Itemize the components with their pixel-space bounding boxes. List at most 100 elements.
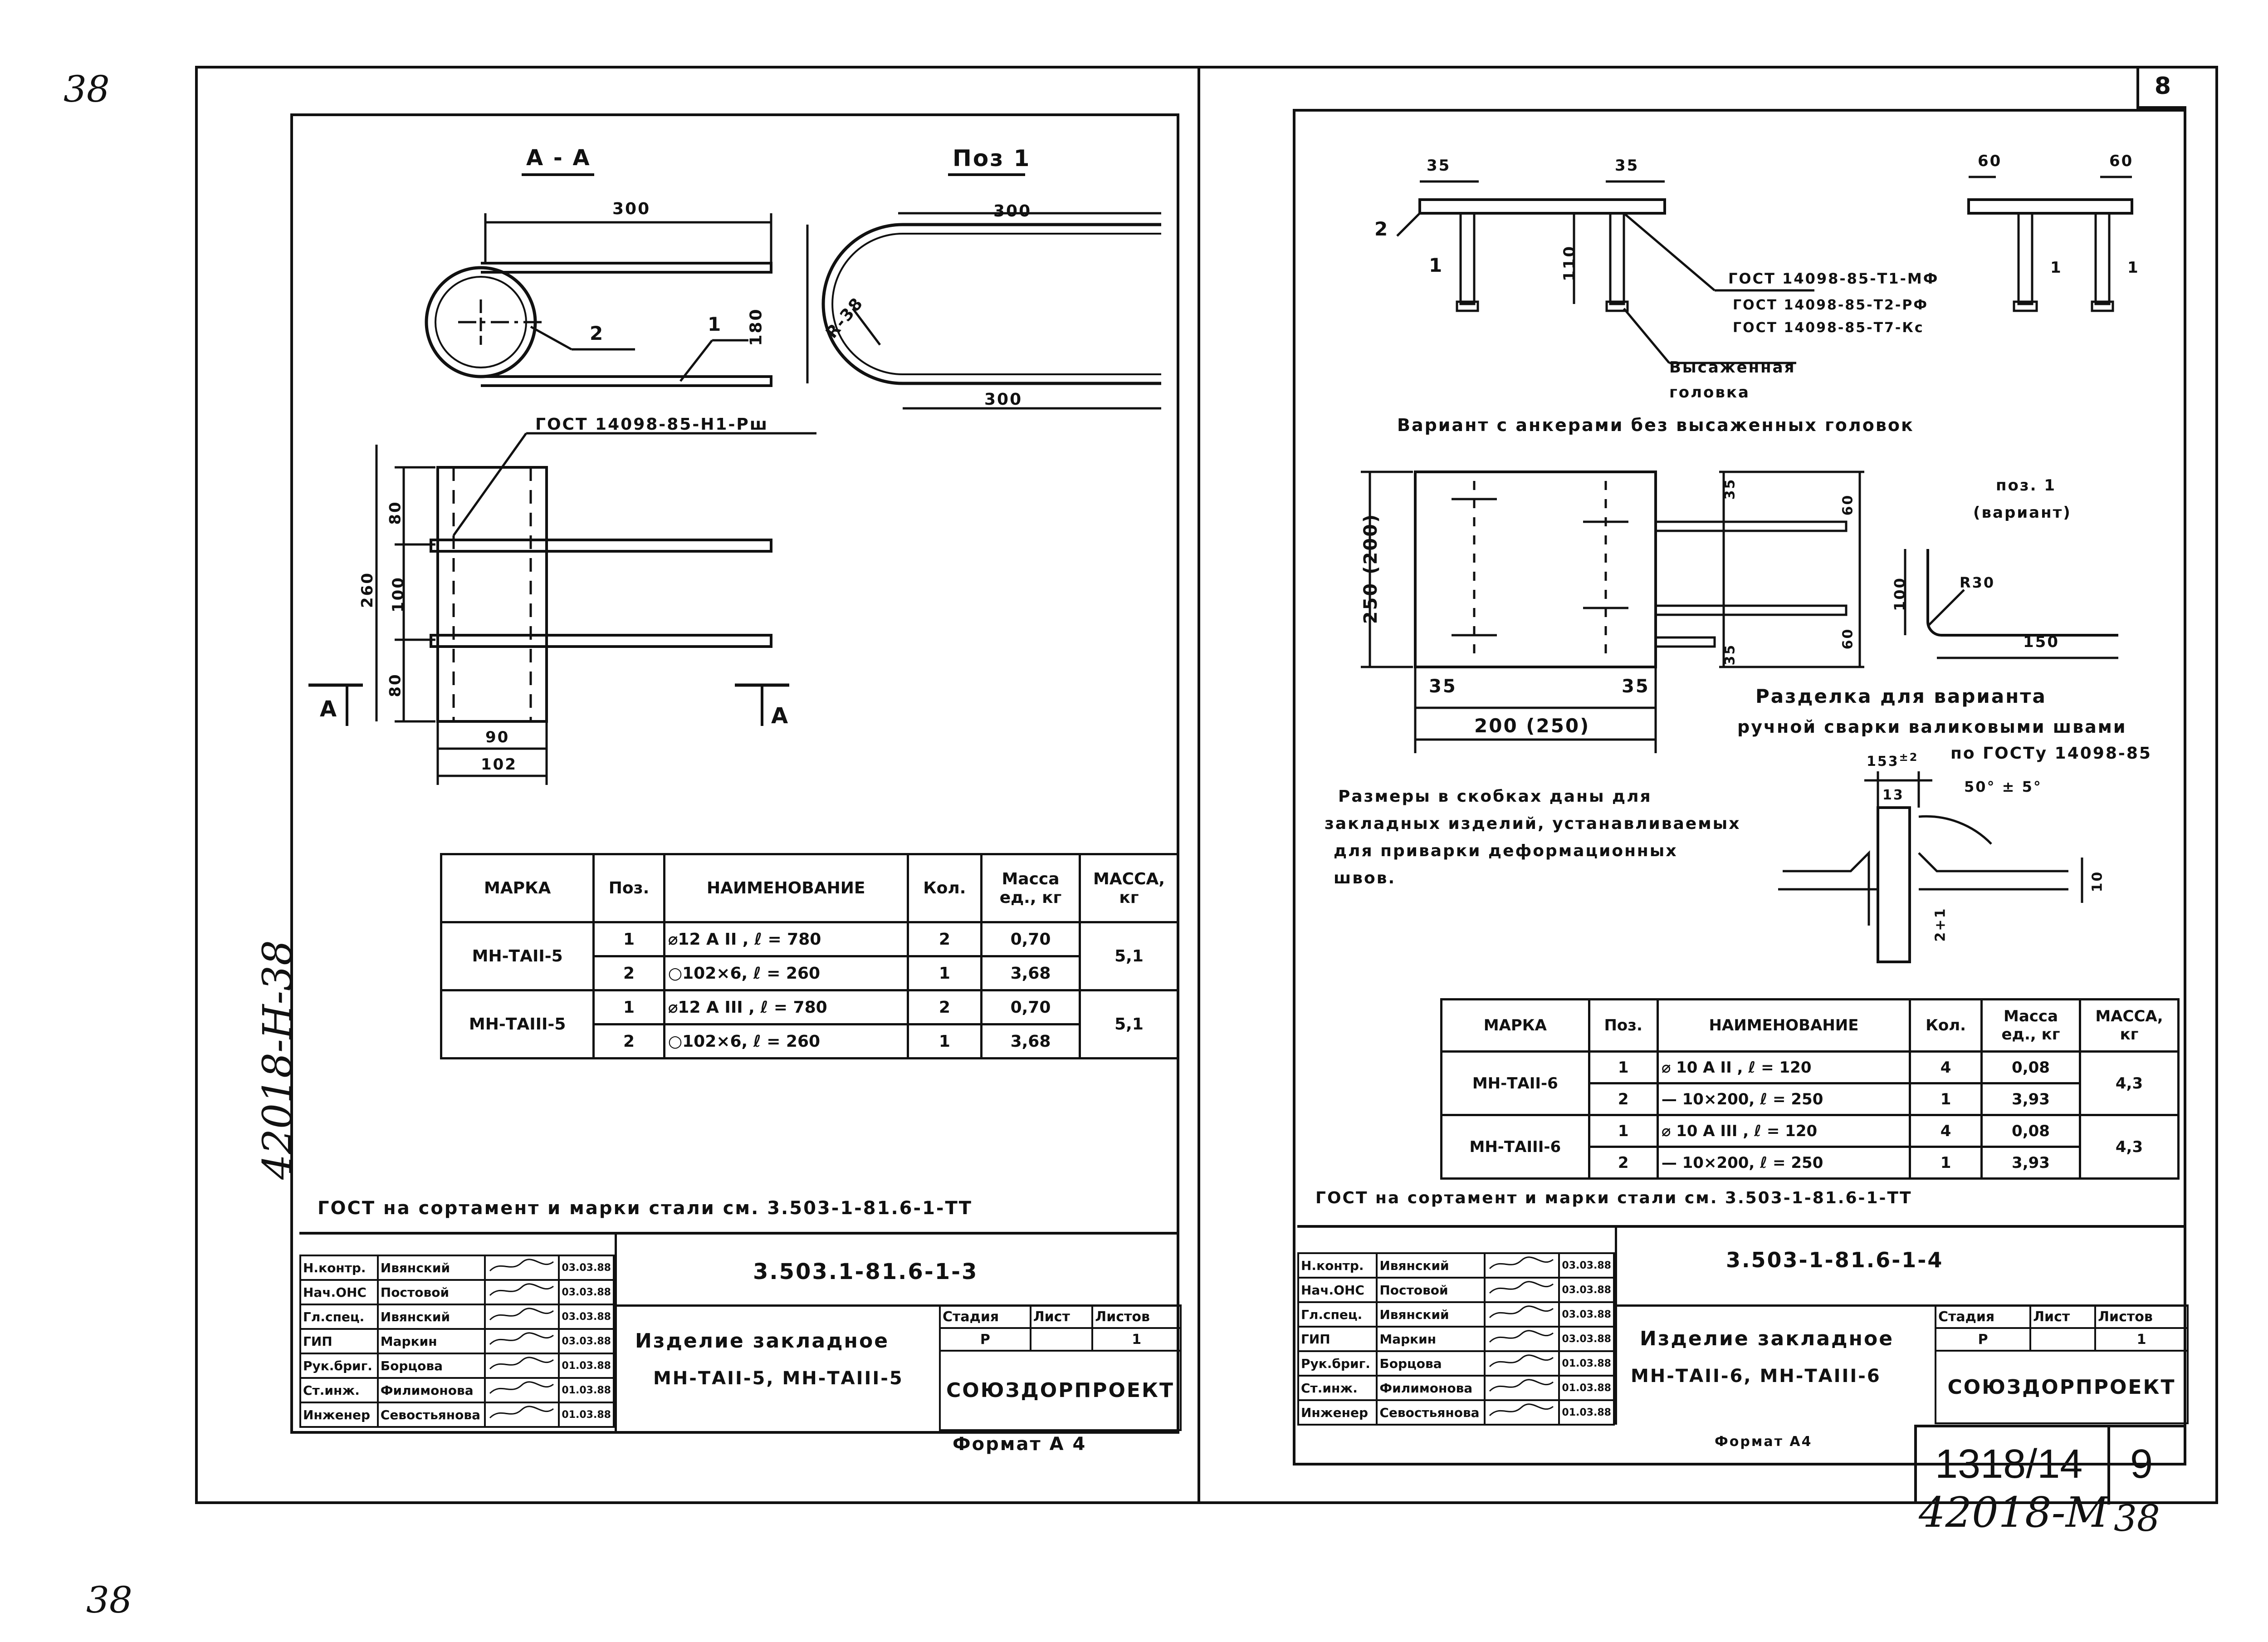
signature-role: Нач.ОНС	[1297, 1277, 1378, 1303]
stage-value: Р	[939, 1327, 1031, 1352]
signature-icon	[1489, 1354, 1554, 1367]
signature-scribble	[484, 1328, 560, 1354]
dim-80-a: 80	[386, 500, 405, 525]
gost-head-1: ГОСТ 14098-85-Т1-МФ	[1728, 270, 1939, 287]
signature-role: Рук.бриг.	[299, 1353, 379, 1379]
signature-icon	[489, 1381, 554, 1394]
signature-role: Ст.инж.	[1297, 1375, 1378, 1401]
signature-icon	[489, 1283, 554, 1296]
sheet-header: Лист	[2029, 1304, 2097, 1329]
weld-dim-15: 153±2	[1867, 751, 1918, 770]
dim-60-d: 60	[1840, 627, 1856, 650]
signature-row: Рук.бриг.Борцова 01.03.88	[299, 1353, 615, 1379]
dim-60-a: 60	[1978, 152, 2002, 170]
dim-250: 250 (200)	[1360, 513, 1382, 624]
signature-date: 03.03.88	[1558, 1301, 1615, 1328]
signature-role: Инженер	[1297, 1399, 1378, 1426]
table-cell: 0,08	[1980, 1050, 2081, 1084]
signature-date: 03.03.88	[1558, 1277, 1615, 1303]
table-cell: 2	[1588, 1082, 1659, 1116]
inventory-page-right: 38	[2114, 1497, 2160, 1539]
table-cell-total: 5,1	[1079, 921, 1179, 991]
signature-name: Постовой	[376, 1279, 486, 1305]
prep-title-3: по ГОСТу 14098-85	[1950, 744, 2152, 763]
table-cell: 1	[906, 1023, 983, 1059]
signature-scribble	[484, 1279, 560, 1305]
signature-name: Постовой	[1376, 1277, 1486, 1303]
col-name: НАИМЕНОВАНИЕ	[1656, 998, 1911, 1053]
callout-2-right: 2	[1374, 218, 1389, 240]
signature-role: Н.контр.	[299, 1255, 379, 1281]
col-qty: Кол.	[1909, 998, 1983, 1053]
col-total-mass: МАССА, кг	[1079, 853, 1179, 923]
format-label-right: Формат А4	[1715, 1434, 1813, 1450]
signature-icon	[1489, 1378, 1554, 1392]
drawing-subtitle: МН-ТАII-6, МН-ТАIII-6	[1631, 1366, 1881, 1387]
stage-header: Стадия	[939, 1304, 1031, 1329]
dim-35-b: 35	[1615, 157, 1639, 175]
table-cell: 3,68	[980, 1023, 1081, 1059]
format-label-left: Формат А 4	[953, 1434, 1087, 1455]
drawing-title: Изделие закладное	[635, 1329, 890, 1353]
drawing-code: 3.503.1-81.6-1-3	[753, 1259, 978, 1284]
pos-variant-1: поз. 1	[1996, 476, 2057, 495]
organization: СОЮЗДОРПРОЕКТ	[939, 1350, 1182, 1431]
weld-dim-13: 13	[1882, 787, 1904, 803]
sheet-border	[195, 66, 2218, 1504]
position-title: Поз 1	[953, 145, 1031, 172]
signature-scribble	[1483, 1326, 1560, 1352]
signature-scribble	[484, 1402, 560, 1428]
signature-role: Н.контр.	[1297, 1252, 1378, 1279]
note-line-4: швов.	[1334, 869, 1396, 887]
signature-icon	[1489, 1256, 1554, 1269]
spec-table-right: МАРКА Поз. НАИМЕНОВАНИЕ Кол. Масса ед., …	[1440, 998, 2180, 1180]
signature-role: Гл.спец.	[1297, 1301, 1378, 1328]
table-cell-total: 4,3	[2079, 1114, 2180, 1180]
signature-name: Ивянский	[376, 1255, 486, 1281]
signature-role: ГИП	[1297, 1326, 1378, 1352]
signature-name: Ивянский	[1376, 1301, 1486, 1328]
sheet-number: 8	[2136, 66, 2186, 109]
col-name: НАИМЕНОВАНИЕ	[663, 853, 909, 923]
signature-scribble	[484, 1255, 560, 1281]
signature-name: Севостьянова	[1376, 1399, 1486, 1426]
table-cell: 0,70	[980, 989, 1081, 1025]
dim-90: 90	[485, 728, 510, 746]
signature-name: Борцова	[376, 1353, 486, 1379]
table-cell: ⌀12 А II , ℓ = 780	[663, 921, 909, 957]
stage-value: Р	[1934, 1327, 2032, 1352]
signature-icon	[1489, 1403, 1554, 1416]
sheet-value	[2029, 1327, 2097, 1352]
signature-date: 01.03.88	[1558, 1375, 1615, 1401]
table-cell: 4	[1909, 1050, 1983, 1084]
table-cell-mark: МН-ТАII-5	[440, 921, 595, 991]
titleblock-rule	[1617, 1304, 2189, 1307]
head-label-1: Высаженная	[1669, 358, 1796, 377]
table-cell: 3,93	[1980, 1082, 2081, 1116]
drawing-code: 3.503-1-81.6-1-4	[1726, 1248, 1944, 1272]
sheet-value	[1029, 1327, 1094, 1352]
weld-dim-15-frac: 3	[1888, 754, 1899, 770]
signature-date: 01.03.88	[558, 1353, 615, 1379]
signature-date: 03.03.88	[558, 1304, 615, 1330]
dim-260: 260	[358, 572, 376, 608]
table-cell-mark: МН-ТАIII-6	[1440, 1114, 1590, 1180]
album-number: 1318/14	[1935, 1441, 2083, 1487]
table-cell: 1	[1588, 1114, 1659, 1148]
note-line-2: закладных изделий, устанавливаемых	[1325, 814, 1741, 833]
signature-scribble	[484, 1353, 560, 1379]
signature-name: Филимонова	[376, 1377, 486, 1403]
cut-mark-a-left: А	[320, 696, 338, 722]
signature-scribble	[484, 1377, 560, 1403]
drawing-subtitle: МН-ТАII-5, МН-ТАIII-5	[653, 1368, 904, 1389]
